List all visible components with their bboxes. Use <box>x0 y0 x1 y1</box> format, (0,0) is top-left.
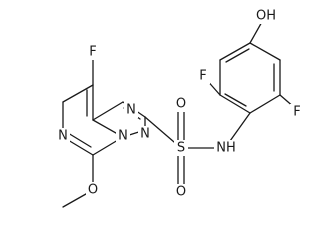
atom-hydroxyl: OH <box>253 8 279 24</box>
atom-label-n-bridgehead: N <box>118 129 128 144</box>
atom-label-o-methoxy: O <box>88 183 98 198</box>
bond-c8-c7 <box>62 84 94 103</box>
atom-label-n-triazole-bottom: N <box>140 127 150 142</box>
bond-c3b-c4b-inner <box>225 48 250 63</box>
atom-fluorine-right: F <box>290 104 304 120</box>
atom-label-layer: F N N N N O S O <box>56 8 304 200</box>
atom-label-n-triazole-top: N <box>126 103 136 118</box>
atom-label-nh: NH <box>216 141 236 156</box>
bond-c8a-n1 <box>92 101 124 121</box>
atom-label-f-top: F <box>89 45 96 60</box>
atom-label-f-right: F <box>293 105 300 120</box>
atom-label-n-pyrimidine: N <box>58 129 68 144</box>
bond-c3b-c4b <box>219 42 251 61</box>
bond-c6b-c1 <box>249 94 281 114</box>
atom-nitrogen-triazole-top: N <box>124 102 138 118</box>
atom-oxygen-methoxy: O <box>86 182 100 198</box>
atom-oxygen-sulfonyl-bottom: O <box>174 184 188 200</box>
bond-n6-c5-inner <box>67 132 92 148</box>
bond-c1-c2b-inner <box>224 93 247 107</box>
atom-label-f-left: F <box>199 69 206 84</box>
bond-c4b-c5b <box>249 42 281 61</box>
atom-nitrogen-amide: NH <box>214 140 238 156</box>
bond-c1-c2b <box>219 94 251 114</box>
atom-oxygen-sulfonyl-top: O <box>174 96 188 112</box>
atom-nitrogen-pyrimidine: N <box>56 128 70 144</box>
atom-fluorine-left: F <box>196 68 210 84</box>
atom-label-s: S <box>177 141 185 156</box>
atom-label-oh: OH <box>256 9 276 24</box>
atom-nitrogen-bridgehead: N <box>116 128 130 144</box>
atom-label-o-sulfonyl-top: O <box>176 97 186 112</box>
atom-fluorine-top: F <box>86 44 100 60</box>
atom-nitrogen-triazole-bottom: N <box>138 126 152 142</box>
atom-sulfur: S <box>174 140 188 156</box>
atom-label-o-sulfonyl-bottom: O <box>176 185 186 200</box>
